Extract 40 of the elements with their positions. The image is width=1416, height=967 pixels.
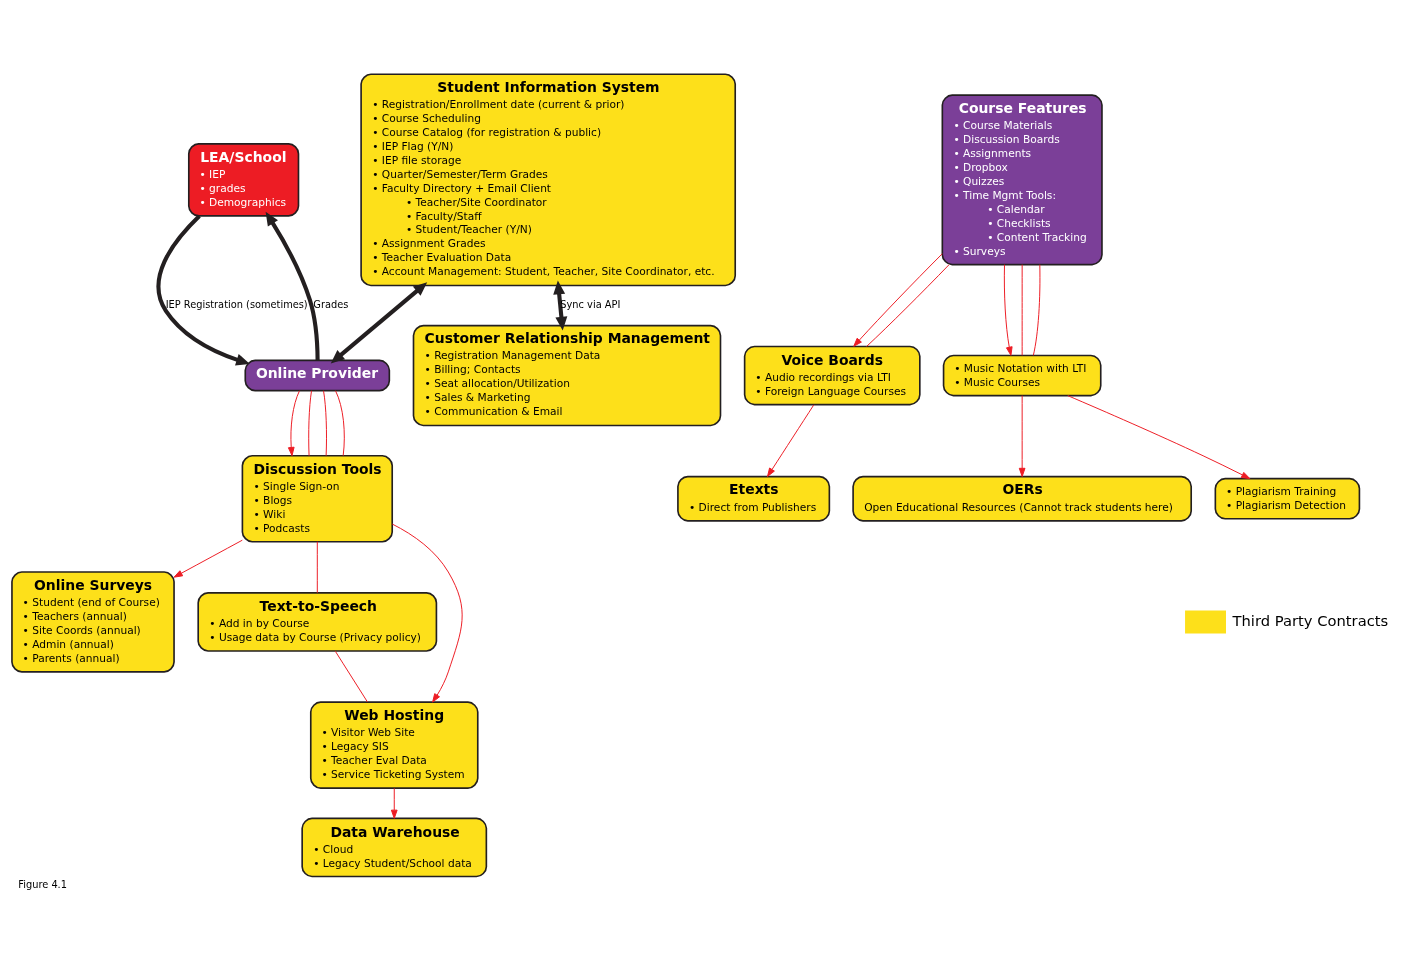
node-box: OERs Open Educational Resources (Cannot track students here) — [852, 475, 1192, 522]
arrow — [287, 389, 300, 456]
node-box: Online Provider — [244, 359, 391, 391]
arrow — [767, 403, 815, 477]
arrow — [173, 539, 243, 578]
node-box: Student Information System • Registration/Enrollment date (current & prior) • Course Scheduling • Course Catalog (for registration & public) • IEP Flag (Y/N) • IEP file storage • Quarter/Semester/Term Grades • Faculty Directory + Email Client • Teacher/Site Coordinator • Faculty/Staff • Student/Teacher (Y/N) • Assignment Grades • Teacher Evaluation Data • Account Management: Student, Teacher, Site Coordinator, etc. — [360, 72, 737, 286]
node-box: Etexts • Direct from Publishers — [677, 475, 831, 522]
node-box: Web Hosting • Visitor Web Site • Legacy SIS • Teacher Eval Data • Service Ticketing System — [309, 700, 479, 789]
connector — [334, 650, 368, 702]
connector — [1032, 263, 1041, 356]
node-box: Data Warehouse • Cloud • Legacy Student/School data — [301, 817, 488, 877]
edge-label: Grades — [313, 298, 349, 310]
connector — [308, 389, 312, 456]
node-box: Text-to-Speech • Add in by Course • Usage data by Course (Privacy policy) — [197, 591, 438, 652]
node-box: Discussion Tools • Single Sign-on • Blogs • Wiki • Podcasts — [241, 454, 394, 543]
arrow — [390, 787, 398, 819]
connector — [1021, 263, 1023, 356]
arrow — [853, 252, 943, 347]
caption: Figure 4.1 — [18, 878, 67, 890]
edge-label: IEP Registration (sometimes) — [165, 298, 308, 310]
arrow — [1067, 394, 1251, 479]
connector — [335, 389, 345, 456]
arrow — [1003, 263, 1013, 356]
connector — [323, 389, 327, 456]
connector — [316, 540, 318, 593]
arrow — [156, 214, 250, 365]
arrow — [553, 280, 568, 330]
node-box: Voice Boards • Audio recordings via LTI • Foreign Language Courses — [743, 345, 921, 405]
connector — [866, 263, 950, 347]
node-box: LEA/School • IEP • grades • Demographics — [187, 142, 300, 217]
node-box: Customer Relationship Management • Registration Management Data • Billing; Contacts • Seat allocation/Utilization • Sales & Marketing • Communication & Email — [412, 324, 722, 426]
arrow — [391, 523, 463, 703]
node-box: • Plagiarism Training • Plagiarism Detection — [1214, 477, 1361, 520]
node-box: Online Surveys • Student (end of Course) • Teachers (annual) • Site Coords (annual) • Admin (annual) • Parents (annual) — [11, 570, 175, 673]
arrow — [265, 211, 320, 360]
node-box: Course Features • Course Materials • Discussion Boards • Assignments • Dropbox • Quizzes • Time Mgmt Tools: • Calendar • Checklists • Content Tracking • Surveys — [941, 93, 1103, 265]
arrow — [1018, 394, 1026, 477]
legend-label: Third Party Contracts — [1232, 611, 1389, 629]
node-box: • Music Notation with LTI • Music Courses — [942, 354, 1102, 396]
arrow — [330, 281, 428, 363]
